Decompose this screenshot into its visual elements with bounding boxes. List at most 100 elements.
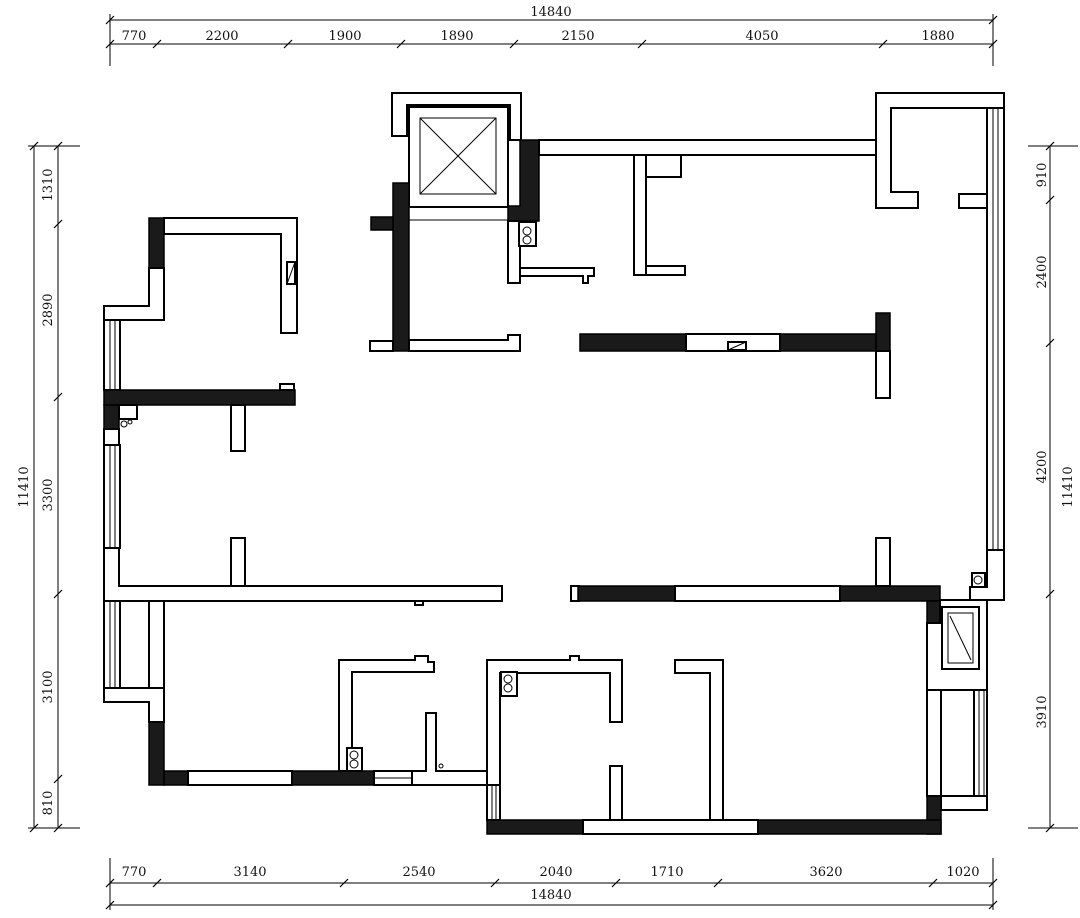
top-segment-tick: [988, 39, 998, 49]
bottom-segment-tick: [713, 878, 723, 888]
top-dimension-chain: 14840 770 2200 1900 1890 2150 4050 1880: [105, 5, 998, 66]
right-segment-label: 3910: [1035, 695, 1050, 728]
closet-wall: [633, 154, 647, 276]
stair-room-wall: [369, 340, 394, 352]
bottom-segment-tick: [152, 878, 162, 888]
bottom-segment-label: 2540: [402, 865, 435, 880]
right-total-label: 11410: [1061, 466, 1076, 507]
shaft-wall: [507, 220, 521, 284]
bottom-segment-label: 2040: [539, 865, 572, 880]
elevator-car-inner: [419, 117, 497, 195]
balcony-utility-line: [949, 615, 972, 661]
south-window: [187, 770, 293, 786]
pipe-icon: [127, 419, 133, 425]
top-segment-label: 1900: [328, 29, 361, 44]
right-segment-tick: [1045, 141, 1055, 151]
walls: [103, 92, 1005, 835]
top-segment-tick: [105, 39, 115, 49]
top-segment-tick: [152, 39, 162, 49]
southwest-wall: [103, 687, 165, 723]
left-total-label: 11410: [17, 466, 32, 507]
west-wall-stub: [103, 428, 120, 446]
right-dimension-chain: 910 2400 4200 3910 11410: [1028, 141, 1078, 833]
wall-notch: [279, 383, 295, 391]
top-segment-tick: [878, 39, 888, 49]
pipe-icon: [522, 235, 532, 245]
bottom-segment-tick: [988, 878, 998, 888]
bottom-segment-label: 3140: [233, 865, 266, 880]
bottom-segment-tick: [105, 878, 115, 888]
pipe-icon: [349, 750, 359, 760]
top-segment-label: 1890: [440, 29, 473, 44]
left-segment-tick: [53, 219, 63, 229]
balcony-window: [973, 689, 988, 797]
top-segment-label: 2200: [205, 29, 238, 44]
partition-stub: [230, 537, 246, 587]
southwest-column: [148, 721, 165, 786]
north-wall: [538, 139, 879, 156]
west-window: [103, 444, 121, 549]
partition-stub: [875, 537, 891, 587]
right-segment-tick: [1045, 823, 1055, 833]
west-column: [103, 404, 120, 430]
top-total-label: 14840: [530, 5, 571, 20]
left-dimension-chain: 11410 1310 2890 3300 3100 810: [17, 141, 80, 833]
top-segment-tick: [637, 39, 647, 49]
south-wall-black: [486, 819, 584, 835]
bottom-segment-label: 1710: [650, 865, 683, 880]
middle-wall-black: [779, 333, 877, 352]
closet-door-line: [286, 261, 296, 285]
left-segment-label: 3100: [41, 670, 56, 703]
central-wall-black: [839, 585, 941, 602]
closet-wall: [645, 265, 686, 276]
core-column: [507, 139, 540, 222]
south-wall-black: [757, 819, 942, 835]
closet-wall: [645, 154, 682, 178]
stair-room-wall: [408, 334, 521, 352]
drain-icon: [438, 763, 444, 769]
bottom-segment-tick: [928, 878, 938, 888]
partition-wall: [519, 267, 595, 284]
middle-wall-black: [579, 333, 687, 352]
middle-column: [875, 312, 891, 352]
east-column: [926, 600, 941, 624]
central-wall-west: [103, 547, 503, 602]
pipe-icon: [120, 420, 128, 428]
top-segment-label: 770: [122, 29, 147, 44]
top-segment-label: 2150: [561, 29, 594, 44]
bathroom-wall: [411, 712, 488, 786]
left-segment-tick: [53, 589, 63, 599]
elevator-cross-line: [419, 117, 497, 195]
northwest-column: [148, 217, 165, 269]
east-window: [986, 107, 1005, 551]
left-segment-label: 1310: [41, 168, 56, 201]
left-segment-tick: [53, 774, 63, 784]
partition-stub: [609, 765, 623, 821]
pipe-icon: [503, 683, 513, 693]
right-segment-tick: [1045, 589, 1055, 599]
left-segment-label: 2890: [41, 293, 56, 326]
top-segment-label: 4050: [745, 29, 778, 44]
stair-wall-stub: [370, 216, 394, 231]
central-wall-window: [674, 585, 841, 602]
top-segment-tick: [396, 39, 406, 49]
bottom-total-tick: [988, 900, 998, 910]
right-segment-tick: [1045, 338, 1055, 348]
left-segment-tick: [53, 141, 63, 151]
south-lower-window: [486, 784, 501, 821]
northeast-corner-wall: [875, 92, 1005, 209]
pipe-icon: [349, 759, 359, 769]
pipe-shaft: [118, 404, 138, 420]
right-segment-tick: [1045, 195, 1055, 205]
top-segment-label: 1880: [921, 29, 954, 44]
central-wall-black: [577, 585, 676, 602]
pipe-shaft: [518, 221, 537, 247]
stair-wall-black: [392, 182, 410, 352]
south-wall-black: [163, 770, 189, 786]
bottom-total-label: 14840: [530, 888, 571, 903]
west-window: [103, 319, 121, 391]
west-middle-wall-black: [103, 389, 296, 406]
right-segment-label: 910: [1035, 163, 1050, 188]
bedroom-wall: [674, 659, 724, 821]
